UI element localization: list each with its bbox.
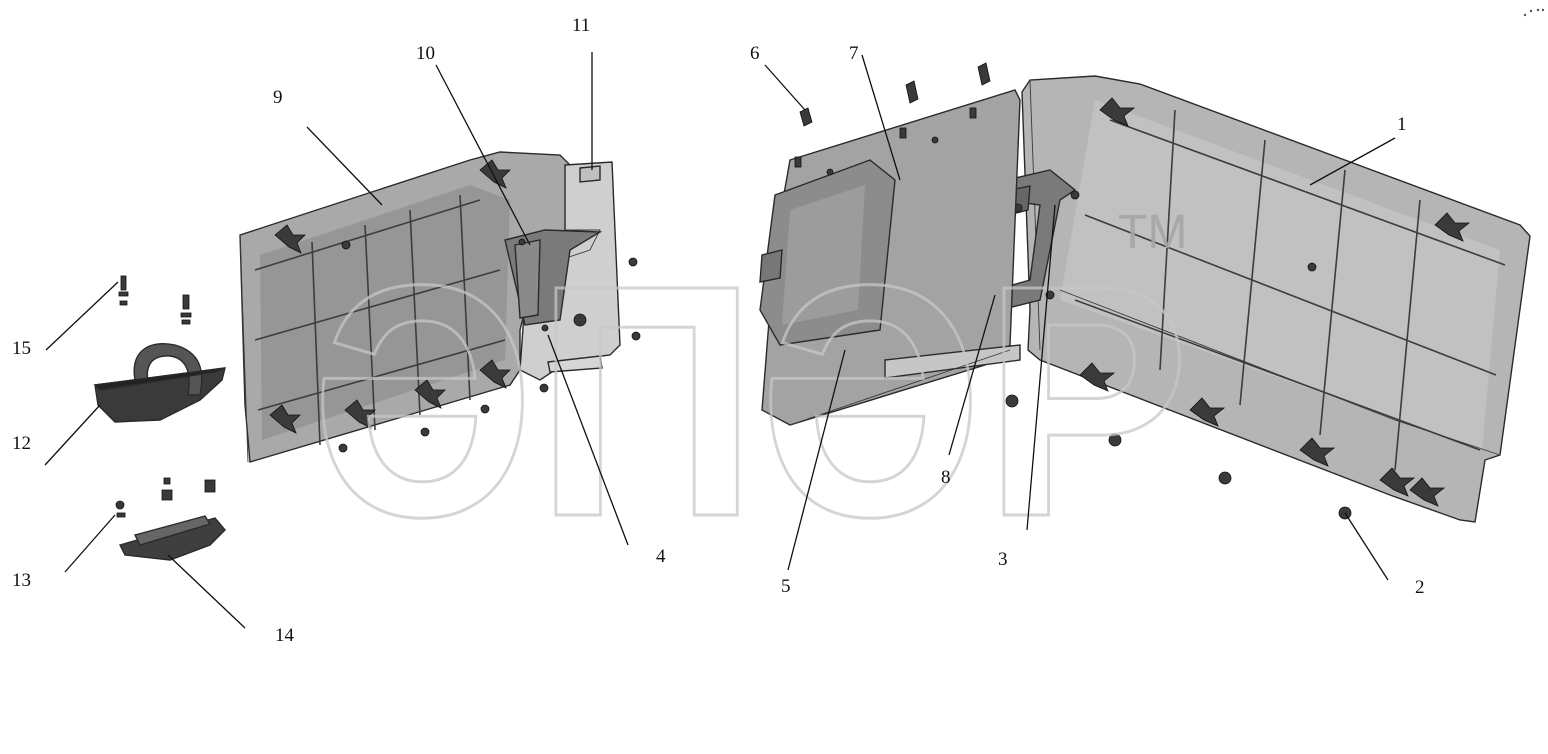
callout-11: 11 xyxy=(572,15,590,36)
callout-7: 7 xyxy=(849,43,859,64)
callout-8: 8 xyxy=(941,467,951,488)
callout-9: 9 xyxy=(273,87,283,108)
callout-4: 4 xyxy=(656,546,666,567)
bracket-10 xyxy=(504,229,603,332)
callout-numbers: 1 2 3 4 5 6 7 8 9 10 11 12 13 14 15 xyxy=(12,15,1425,646)
callout-14: 14 xyxy=(275,625,295,646)
callout-2: 2 xyxy=(1415,577,1425,598)
watermark-trademark: TM xyxy=(1118,206,1187,259)
callout-5: 5 xyxy=(781,576,791,597)
corner-mark xyxy=(1523,8,1545,17)
callout-1: 1 xyxy=(1397,114,1407,135)
handle-12 xyxy=(93,343,226,423)
bracket-14 xyxy=(115,477,226,561)
callout-12: 12 xyxy=(12,433,31,454)
leader-lines xyxy=(44,52,1396,629)
callout-6: 6 xyxy=(750,43,760,64)
callout-10: 10 xyxy=(416,43,435,64)
nuts-left xyxy=(338,257,641,453)
callout-13: 13 xyxy=(12,570,31,591)
left-panel-9 xyxy=(239,151,571,463)
callout-3: 3 xyxy=(998,549,1008,570)
watermark: ƏПƏP TM xyxy=(309,206,1192,587)
right-panel-1 xyxy=(1021,75,1531,523)
clips-6 xyxy=(799,62,991,127)
callout-15: 15 xyxy=(12,338,31,359)
panel-5-7 xyxy=(759,89,1021,426)
bolts-15 xyxy=(118,275,192,325)
watermark-text: ƏПƏP xyxy=(310,216,1190,585)
